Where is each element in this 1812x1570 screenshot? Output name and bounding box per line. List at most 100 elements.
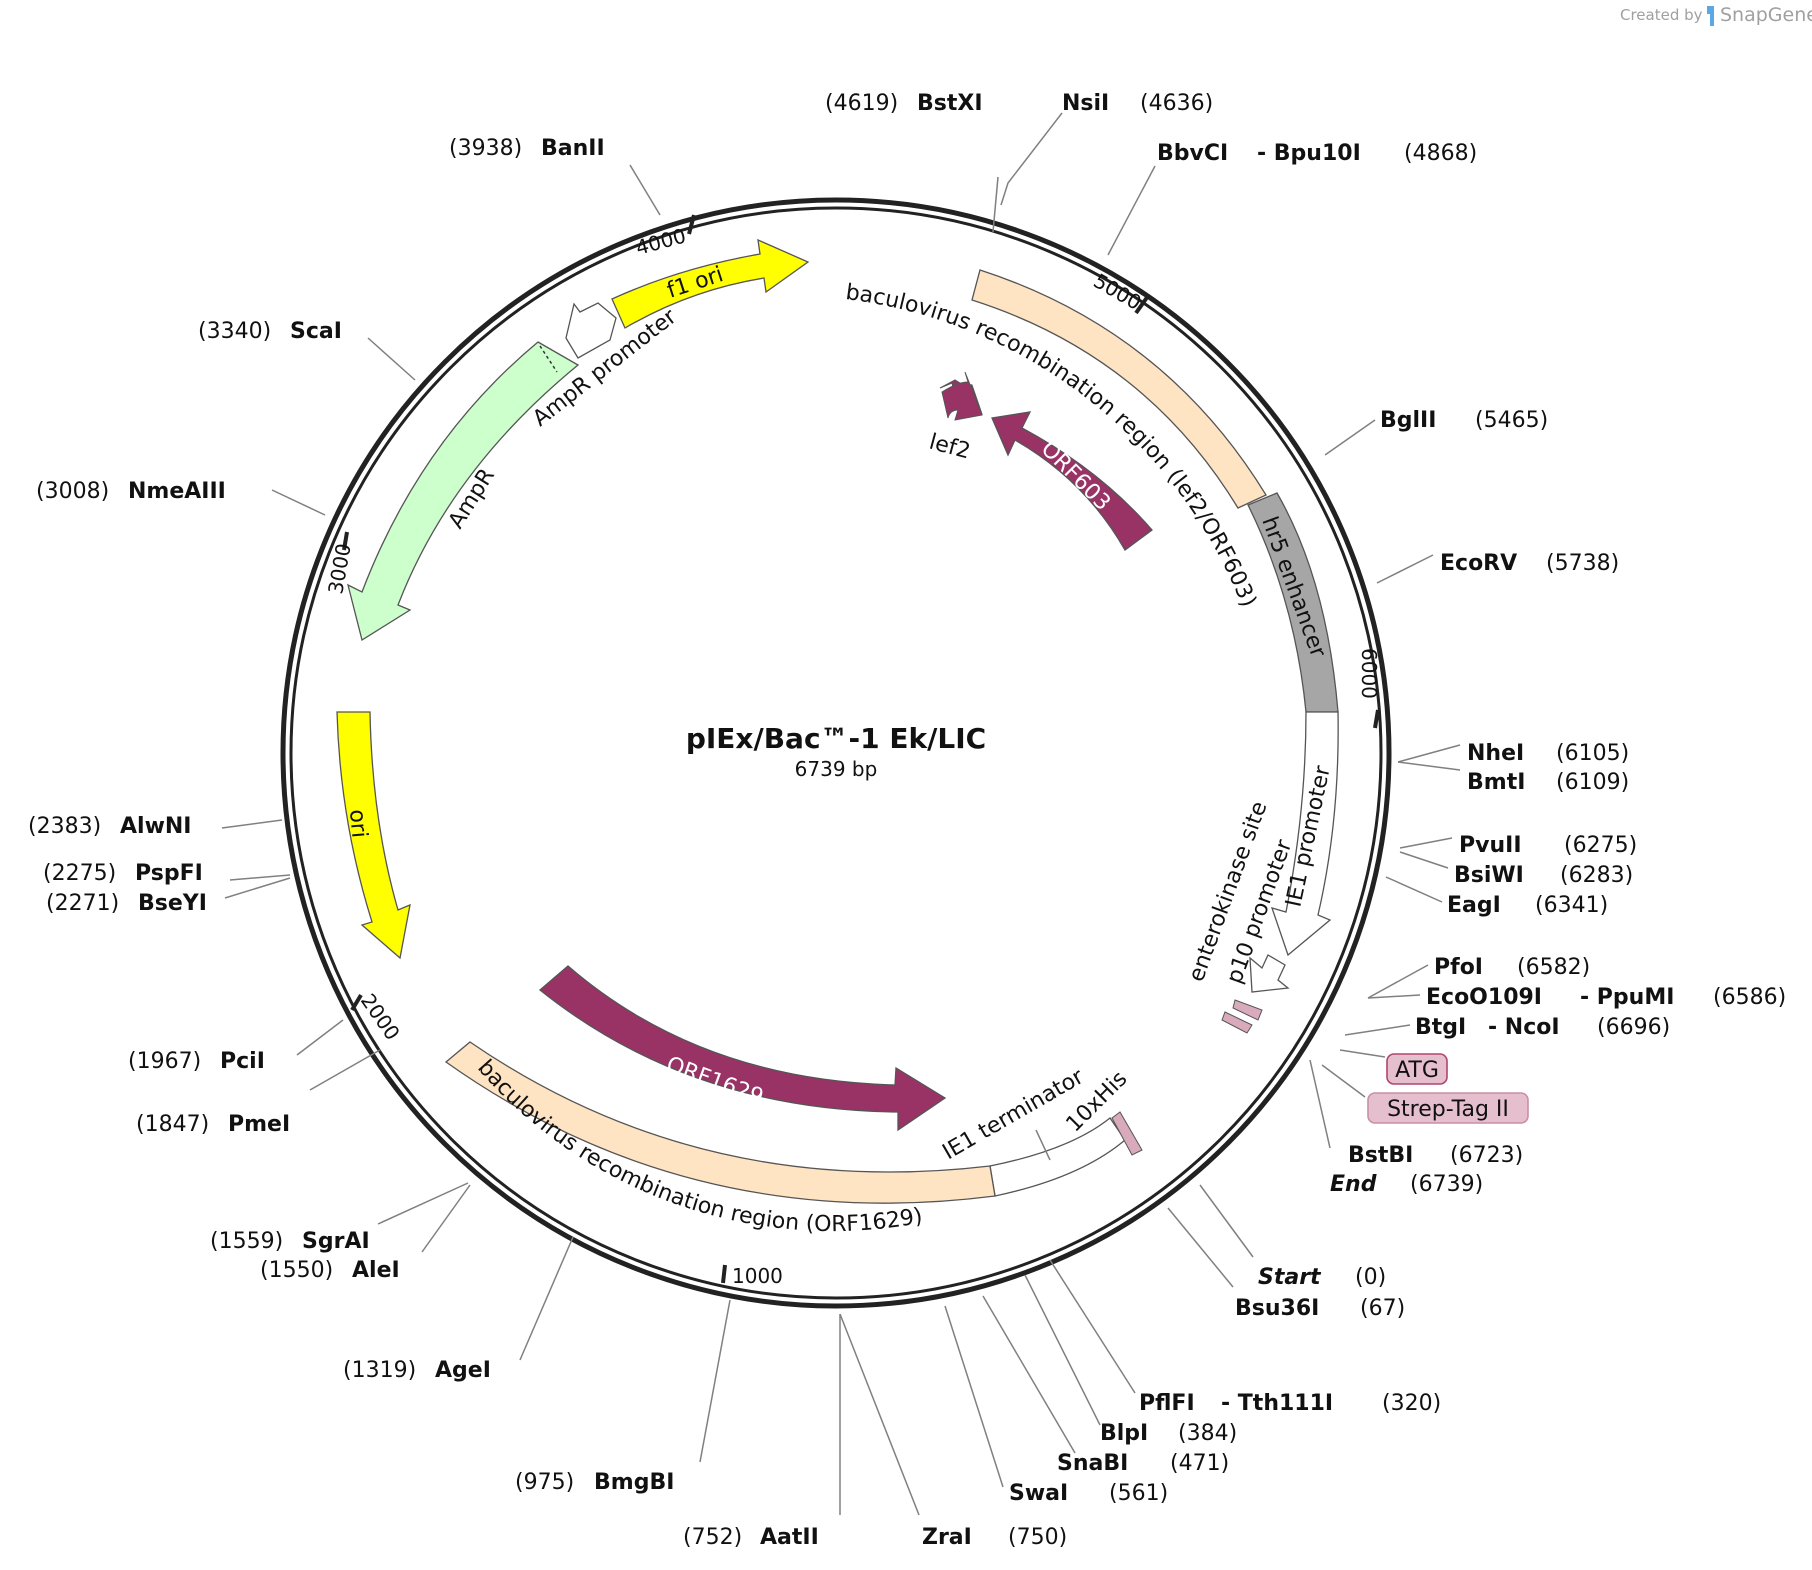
site-bmgbi-name[interactable]: BmgBI <box>594 1470 674 1495</box>
site-bmti-name[interactable]: BmtI <box>1467 770 1525 795</box>
strep-tag-label-box[interactable] <box>1367 1092 1529 1124</box>
site-bpu10i-name[interactable]: - Bpu10I <box>1257 141 1361 166</box>
site-ncoi-name[interactable]: - NcoI <box>1488 1015 1560 1040</box>
site-ppumi-pos: (6586) <box>1713 985 1786 1010</box>
site-pvuii-pos: (6275) <box>1564 833 1637 858</box>
atg-label-box[interactable] <box>1386 1053 1448 1085</box>
site-nmeaiii-pos: (3008) <box>36 479 109 504</box>
site-pspfi-name[interactable]: PspFI <box>135 861 203 886</box>
watermark: Created by SnapGene <box>1620 4 1812 26</box>
site-bseyi-name[interactable]: BseYI <box>138 891 207 916</box>
site-pfoi-name[interactable]: PfoI <box>1434 955 1483 980</box>
feature-ori-arrow[interactable] <box>336 711 411 960</box>
tick-mark-4000 <box>687 214 696 235</box>
site-bsiwi-pos: (6283) <box>1560 863 1633 888</box>
feature-10xhis-marker[interactable] <box>1111 1111 1143 1156</box>
site-aatii-name[interactable]: AatII <box>760 1525 819 1550</box>
site-bsiwi-name[interactable]: BsiWI <box>1454 863 1524 888</box>
tick-mark-3000 <box>342 531 349 551</box>
site-alei-name[interactable]: AleI <box>352 1258 400 1283</box>
site-scai-pos: (3340) <box>198 319 271 344</box>
site-pspfi-pos: (2275) <box>43 861 116 886</box>
site-ecorv-pos: (5738) <box>1546 551 1619 576</box>
site-bstxi-name[interactable]: BstXI <box>917 91 983 116</box>
feature-ampr-promoter-arrow[interactable] <box>565 302 617 359</box>
site-aatii-pos: (752) <box>683 1525 742 1550</box>
site-bbvci-name[interactable]: BbvCI <box>1157 141 1228 166</box>
feature-recombination-orf1629-box[interactable] <box>444 1041 996 1204</box>
site-start-pos: (0) <box>1355 1265 1386 1290</box>
site-eagi-pos: (6341) <box>1535 893 1608 918</box>
site-bglii-pos: (5465) <box>1475 408 1548 433</box>
site-bsu36i-pos: (67) <box>1360 1296 1405 1321</box>
site-agei-pos: (1319) <box>343 1358 416 1383</box>
feature-ie1-promoter-arrow[interactable] <box>1270 711 1339 957</box>
site-nhei-name[interactable]: NheI <box>1467 741 1524 766</box>
site-scai-name[interactable]: ScaI <box>290 319 342 344</box>
site-bstxi-pos: (4619) <box>825 91 898 116</box>
tick-mark-6000 <box>1373 709 1380 729</box>
feature-strep-marker[interactable] <box>1221 1011 1253 1034</box>
site-sgrai-pos: (1559) <box>210 1229 283 1254</box>
site-end-name: End <box>1330 1172 1377 1197</box>
site-bsu36i-name[interactable]: Bsu36I <box>1235 1296 1319 1321</box>
tick-mark-5000 <box>1134 294 1150 315</box>
tick-label-1000: 1000 <box>732 1264 783 1288</box>
strep-tag-label: Strep-Tag II <box>1387 1097 1509 1122</box>
site-alwni-name[interactable]: AlwNI <box>120 814 192 839</box>
feature-f1-ori-arrow[interactable] <box>611 238 810 329</box>
site-ecorv-name[interactable]: EcoRV <box>1440 551 1517 576</box>
plasmid-size: 6739 bp <box>795 757 878 781</box>
site-pvuii-name[interactable]: PvuII <box>1459 833 1522 858</box>
feature-ori-label: ori <box>344 808 371 839</box>
snapgene-logo-icon <box>1707 6 1714 26</box>
site-bstbi-name[interactable]: BstBI <box>1348 1143 1413 1168</box>
site-tth111i-pos: (320) <box>1382 1391 1441 1416</box>
feature-orf1629-arrow[interactable] <box>538 965 947 1132</box>
feature-lef2-label: lef2 <box>926 430 972 465</box>
site-bpu10i-pos: (4868) <box>1404 141 1477 166</box>
tick-mark-1000 <box>721 1264 727 1284</box>
site-nsii-pos: (4636) <box>1140 91 1213 116</box>
feature-atg-marker[interactable] <box>1232 999 1263 1021</box>
site-pcii-name[interactable]: PciI <box>220 1049 265 1074</box>
site-tth111i-name[interactable]: - Tth111I <box>1221 1391 1333 1416</box>
site-btgi-name[interactable]: BtgI <box>1415 1015 1466 1040</box>
site-pcii-pos: (1967) <box>128 1049 201 1074</box>
site-agei-name[interactable]: AgeI <box>435 1358 491 1383</box>
site-eagi-name[interactable]: EagI <box>1447 893 1501 918</box>
feature-orf603-arrow[interactable] <box>991 411 1153 551</box>
site-alwni-pos: (2383) <box>28 814 101 839</box>
tick-label-6000: 6000 <box>1357 648 1381 699</box>
site-bglii-name[interactable]: BglII <box>1380 408 1436 433</box>
site-ppumi-name[interactable]: - PpuMI <box>1580 985 1674 1010</box>
site-nmeaiii-name[interactable]: NmeAIII <box>128 479 226 504</box>
site-ncoi-pos: (6696) <box>1597 1015 1670 1040</box>
site-snabi-pos: (471) <box>1170 1451 1229 1476</box>
site-ecoo109i-name[interactable]: EcoO109I <box>1426 985 1542 1010</box>
site-bseyi-pos: (2271) <box>46 891 119 916</box>
site-pflfi-name[interactable]: PflFI <box>1139 1391 1195 1416</box>
backbone <box>280 197 1392 1309</box>
site-pmei-name[interactable]: PmeI <box>228 1112 290 1137</box>
feature-recombination-lef2-box[interactable] <box>971 269 1267 509</box>
site-bstbi-pos: (6723) <box>1450 1143 1523 1168</box>
site-leader-lines <box>221 112 1461 1516</box>
backbone-outer-ring <box>280 197 1392 1309</box>
feature-p10-promoter-arrow[interactable] <box>1249 954 1290 993</box>
site-sgrai-name[interactable]: SgrAI <box>302 1229 370 1254</box>
site-swai-name[interactable]: SwaI <box>1009 1481 1068 1506</box>
site-start-name: Start <box>1258 1265 1322 1290</box>
feature-ampr-arrow[interactable] <box>347 341 580 642</box>
feature-orf603-label: ORF603 <box>1036 437 1115 516</box>
site-zrai-name[interactable]: ZraI <box>922 1525 972 1550</box>
site-blpi-name[interactable]: BlpI <box>1100 1421 1148 1446</box>
site-nsii-name[interactable]: NsiI <box>1062 91 1109 116</box>
tick-label-4000: 4000 <box>633 223 688 259</box>
site-banii-name[interactable]: BanII <box>541 136 605 161</box>
watermark-prefix: Created by <box>1620 6 1703 24</box>
site-swai-pos: (561) <box>1109 1481 1168 1506</box>
site-bmti-pos: (6109) <box>1556 770 1629 795</box>
site-snabi-name[interactable]: SnaBI <box>1057 1451 1128 1476</box>
